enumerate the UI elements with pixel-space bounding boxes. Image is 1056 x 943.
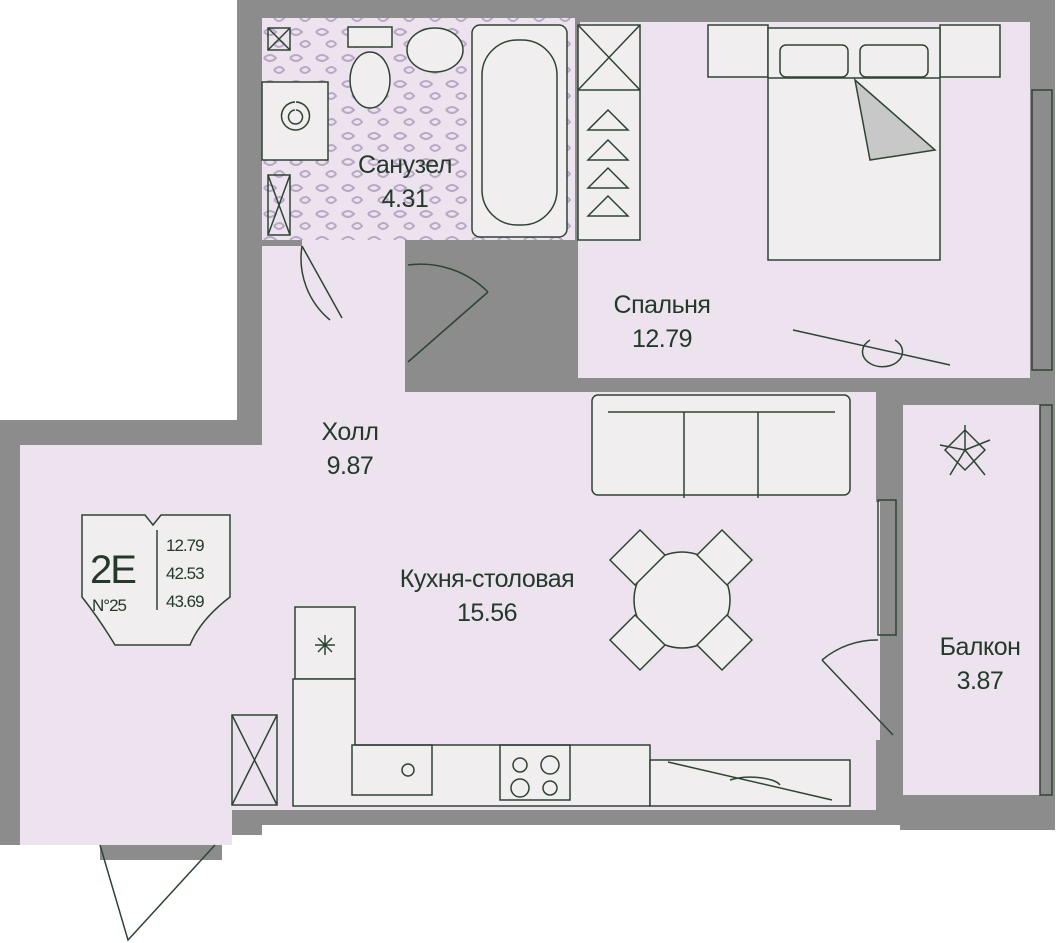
- nightstand: [939, 24, 1001, 78]
- kitchen-sink: [351, 744, 433, 796]
- balcony-window: [877, 499, 897, 636]
- balcony-floor: [903, 405, 1040, 795]
- plant: [939, 425, 991, 476]
- room-balcony: Балкон 3.87: [915, 630, 1045, 698]
- stove: [499, 744, 571, 801]
- room-name: Спальня: [613, 291, 711, 319]
- room-name: Санузел: [358, 151, 452, 179]
- wall: [876, 740, 903, 820]
- entrance-door: [99, 844, 216, 942]
- room-area: 9.87: [326, 452, 374, 480]
- room-area: 15.56: [456, 599, 518, 627]
- room-area: 3.87: [956, 667, 1004, 695]
- wall: [232, 583, 292, 810]
- bathtub: [471, 24, 568, 238]
- room-name: Балкон: [939, 633, 1021, 661]
- wall: [262, 240, 302, 246]
- room-area: 4.31: [381, 185, 429, 213]
- bedroom-window: [1031, 89, 1053, 371]
- bedroom-door: [407, 263, 489, 363]
- apartment-number: N°25: [92, 596, 127, 615]
- living-area: 12.79: [166, 536, 205, 555]
- total-area: 43.69: [166, 592, 205, 611]
- fridge: [294, 606, 356, 680]
- balcony-side-window: [1039, 404, 1053, 796]
- wall: [876, 392, 903, 502]
- sofa: [591, 394, 851, 496]
- apartment-area: 42.53: [166, 564, 205, 583]
- kitchen-counter: [292, 678, 651, 807]
- apartment-type: 2E: [90, 548, 137, 592]
- wardrobe: [577, 24, 641, 241]
- nightstand: [707, 24, 769, 78]
- sink: [406, 27, 464, 73]
- toilet: [349, 51, 391, 109]
- room-name: Холл: [321, 418, 379, 446]
- dining-table: [633, 551, 731, 649]
- wall: [405, 378, 1030, 392]
- apartment-badge: [81, 514, 231, 646]
- room-hall: Холл 9.87: [290, 415, 410, 483]
- washing-machine: [261, 81, 329, 161]
- room-area: 12.79: [631, 325, 693, 353]
- room-bathroom: Санузел 4.31: [330, 148, 480, 216]
- wall: [405, 240, 575, 246]
- bathroom-door: [300, 245, 343, 321]
- room-bedroom: Спальня 12.79: [582, 288, 742, 356]
- room-kitchen: Кухня-столовая 15.56: [362, 562, 612, 630]
- room-name: Кухня-столовая: [399, 565, 575, 593]
- balcony-door: [821, 639, 894, 736]
